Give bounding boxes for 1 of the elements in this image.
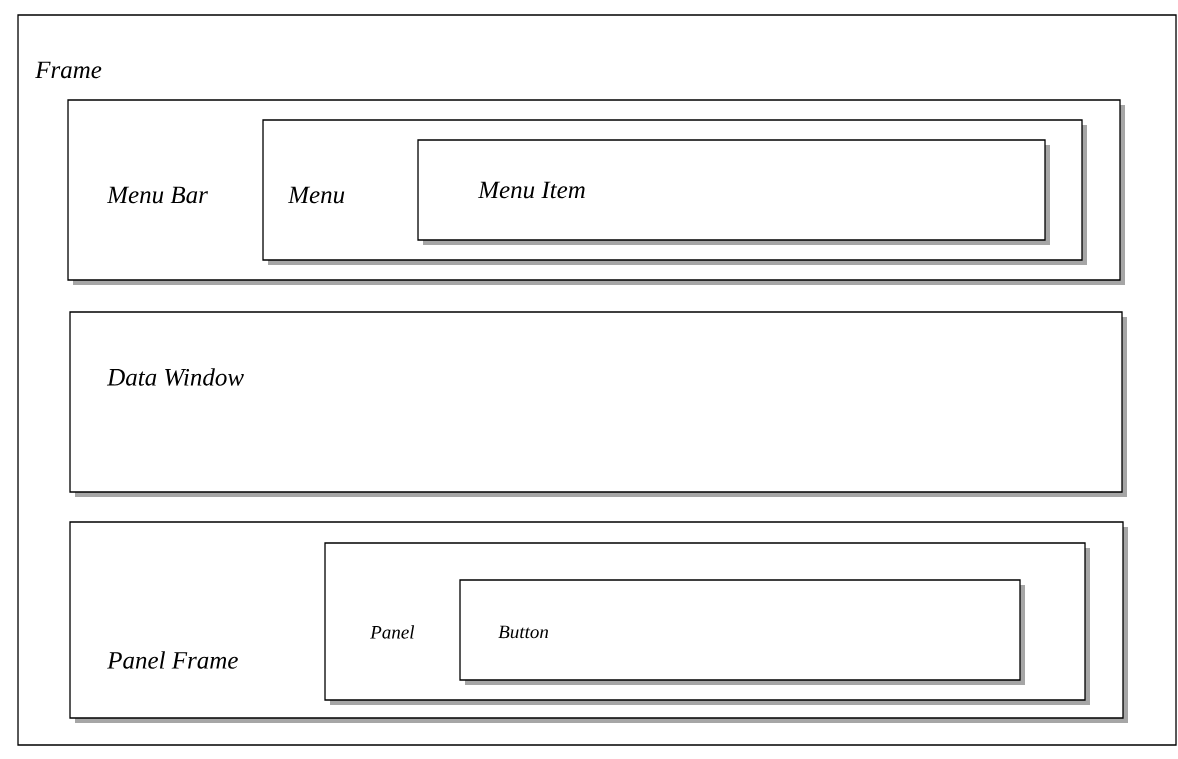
box-label: Frame xyxy=(35,61,102,79)
